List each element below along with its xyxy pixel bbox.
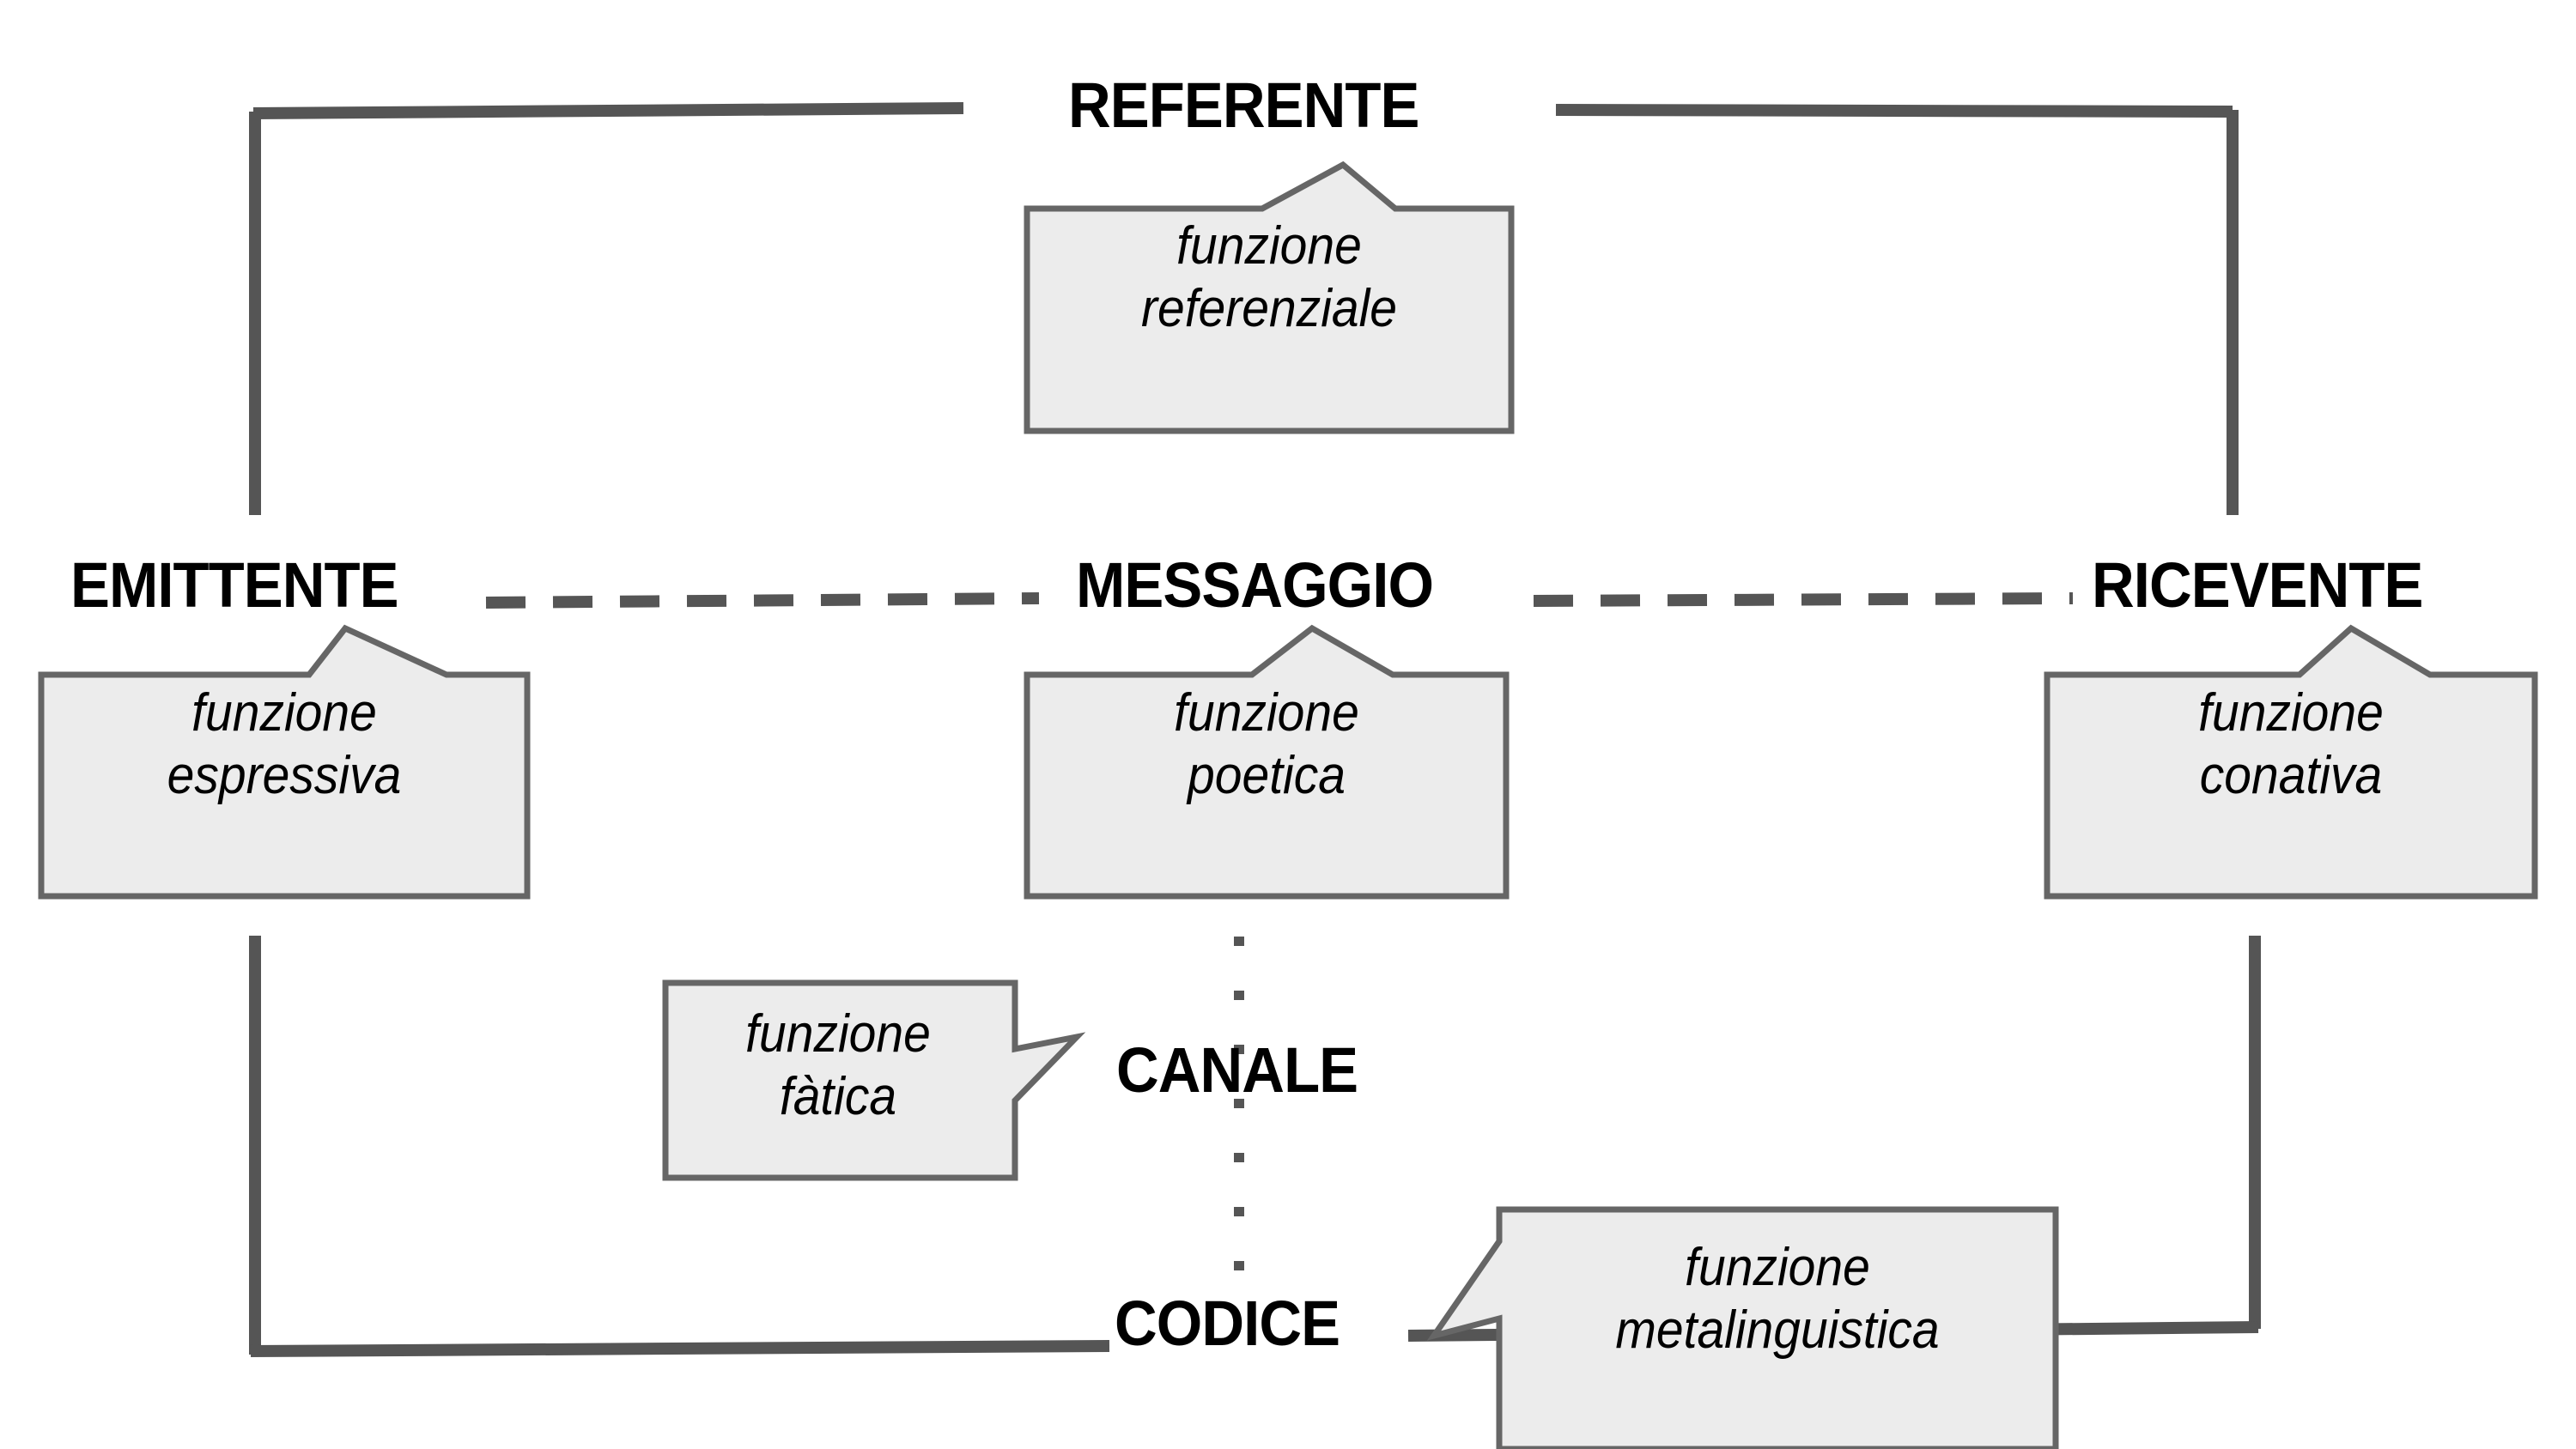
callout-shape-espressiva	[38, 624, 531, 900]
callout-funzione-metalinguistica: funzione metalinguistica	[1425, 1205, 2061, 1449]
callout-shape-referenziale	[1024, 161, 1515, 434]
callout-funzione-poetica: funzione poetica	[1022, 623, 1511, 902]
node-label-emittente: EMITTENTE	[70, 549, 399, 621]
connector-dashed-left	[485, 592, 1040, 609]
callout-funzione-conativa: funzione conativa	[2042, 623, 2540, 902]
node-label-canale: CANALE	[1116, 1034, 1358, 1106]
connector-referente-left	[252, 102, 964, 119]
connector-referente-right	[1555, 104, 2233, 118]
node-label-ricevente: RICEVENTE	[2092, 549, 2423, 621]
callout-shape-metalinguistica	[1426, 1206, 2059, 1449]
callout-funzione-referenziale: funzione referenziale	[1022, 160, 1516, 436]
connector-bottom-left	[250, 1340, 1110, 1357]
node-label-referente: REFERENTE	[1068, 70, 1419, 141]
callout-funzione-fatica: funzione fàtica	[661, 979, 1086, 1185]
connector-dashed-right	[1533, 592, 2074, 607]
node-label-messaggio: MESSAGGIO	[1076, 549, 1434, 621]
callout-funzione-espressiva: funzione espressiva	[36, 623, 532, 902]
callout-shape-fatica	[662, 979, 1086, 1181]
callout-shape-poetica	[1024, 624, 1510, 900]
callout-shape-conativa	[2044, 624, 2538, 900]
node-label-codice: CODICE	[1115, 1288, 1340, 1359]
